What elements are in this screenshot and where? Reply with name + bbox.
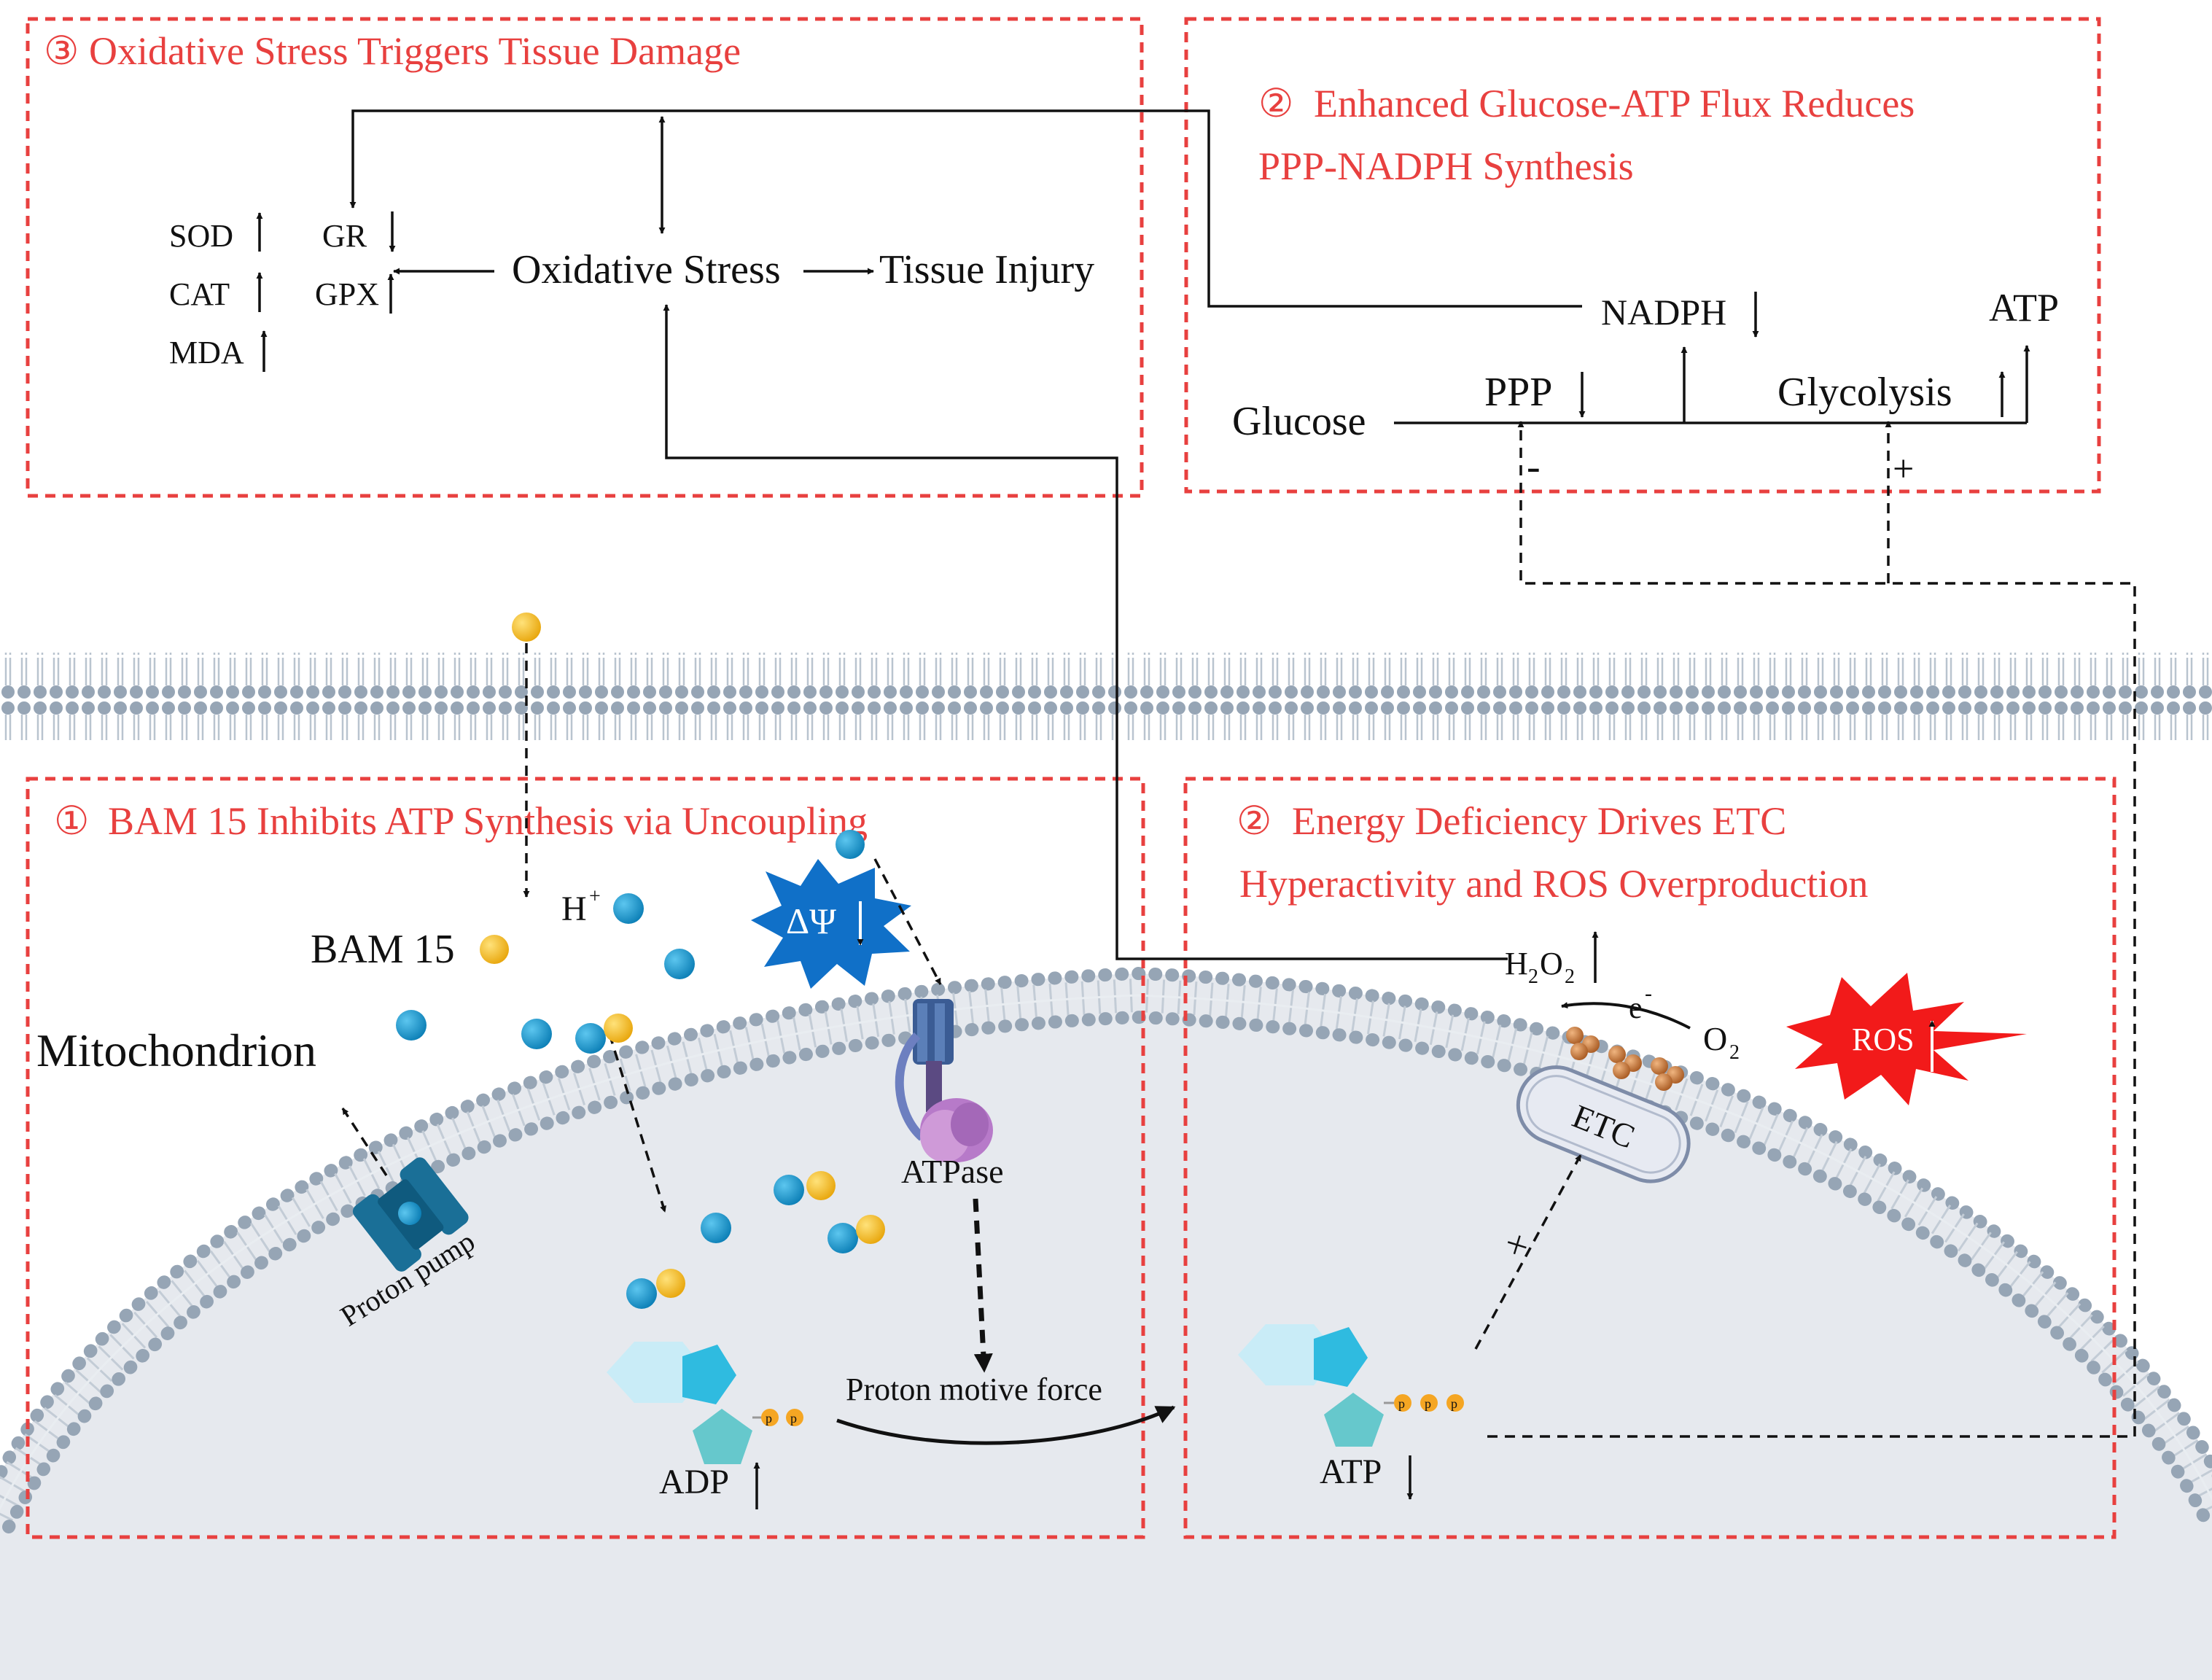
panel-bam15-box	[26, 777, 1145, 1539]
delta-psi-label: ΔΨ	[786, 901, 836, 941]
atp-label-bottom: ATP	[1320, 1452, 1382, 1491]
svg-text:2: 2	[1528, 965, 1538, 988]
ros-burst: ROS	[1786, 973, 2027, 1105]
panel-glucose-box	[1184, 17, 2101, 494]
panel-glucose: ② Enhanced Glucose-ATP Flux Reduces PPP-…	[1232, 82, 2136, 1438]
panel-etc-title-line2: Hyperactivity and ROS Overproduction	[1239, 862, 1868, 906]
atpase-complex	[895, 999, 993, 1162]
svg-text:p: p	[766, 1411, 772, 1426]
gr-label: GR	[322, 218, 367, 254]
panel-glucose-number: ②	[1258, 82, 1293, 125]
panel-bam15-title: BAM 15 Inhibits ATP Synthesis via Uncoup…	[108, 799, 868, 843]
atp-label-top: ATP	[1989, 286, 2059, 330]
svg-text:O: O	[1703, 1020, 1727, 1057]
adp-molecule: p p	[607, 1342, 803, 1464]
mitochondrion-body	[0, 966, 2212, 1680]
panel-etc-title-line1: Energy Deficiency Drives ETC	[1292, 799, 1786, 843]
mitochondrion-label: Mitochondrion	[36, 1024, 316, 1076]
proton-label: H +	[561, 885, 601, 928]
proton-particles	[396, 830, 865, 1309]
svg-text:e: e	[1629, 992, 1643, 1025]
electron-label: e -	[1629, 981, 1652, 1025]
svg-text:2: 2	[1565, 965, 1575, 988]
svg-text:+: +	[589, 885, 601, 908]
cell-membrane	[0, 653, 2212, 740]
panel-glucose-title-line1: Enhanced Glucose-ATP Flux Reduces	[1314, 82, 1915, 125]
phosphate-icon	[1446, 1394, 1464, 1412]
svg-text:p: p	[1425, 1396, 1431, 1411]
phosphate-icon	[1420, 1394, 1438, 1412]
h2o2-to-stress-connector	[663, 304, 1508, 960]
svg-text:2: 2	[1729, 1041, 1740, 1064]
h2o2-label: H 2 O 2	[1505, 946, 1575, 988]
svg-text:p: p	[1451, 1396, 1457, 1411]
electron-transfer-arrow	[1561, 1002, 1691, 1030]
panel-bam15-number: ①	[54, 799, 89, 843]
atpase-to-pmf-arrow	[973, 1198, 993, 1373]
panel-oxidative-number: ③	[44, 29, 79, 73]
proton-motive-force-label: Proton motive force	[846, 1372, 1102, 1407]
svg-text:O: O	[1540, 946, 1563, 981]
ros-particles	[1566, 1027, 1684, 1091]
panel-etc: ② Energy Deficiency Drives ETC Hyperacti…	[1237, 799, 2027, 1500]
phosphate-icon	[761, 1409, 779, 1426]
adp-label: ADP	[659, 1463, 729, 1501]
tissue-injury-label: Tissue Injury	[879, 247, 1094, 292]
atpase-label: ATPase	[901, 1153, 1004, 1190]
proton-to-atpase-dashed-arrow	[873, 858, 942, 985]
panel-oxidative-box	[26, 17, 1144, 498]
svg-text:p: p	[790, 1411, 797, 1426]
etc-complex: ETC	[1516, 1065, 1691, 1183]
glucose-label: Glucose	[1232, 399, 1366, 444]
svg-text:-: -	[1645, 981, 1652, 1006]
phosphate-icon	[1394, 1394, 1411, 1412]
bam15-label: BAM 15	[311, 927, 455, 972]
ros-label: ROS	[1852, 1022, 1915, 1057]
mda-label: MDA	[169, 335, 244, 370]
proton-pump-dashed-arrow	[341, 1108, 388, 1176]
sod-label: SOD	[169, 218, 233, 254]
panel-etc-number: ②	[1237, 799, 1271, 843]
nadph-label: NADPH	[1601, 292, 1726, 332]
ppp-inhibit-sign: -	[1527, 444, 1541, 489]
phosphate-icon	[786, 1409, 803, 1426]
proton-pump	[352, 1157, 469, 1272]
proton-entry-dashed-arrow	[608, 1033, 666, 1213]
panel-oxidative-title: Oxidative Stress Triggers Tissue Damage	[89, 29, 741, 73]
glycolysis-label: Glycolysis	[1777, 370, 1952, 415]
svg-text:H: H	[561, 890, 587, 928]
gpx-label: GPX	[315, 276, 379, 312]
delta-psi-burst: ΔΨ	[751, 859, 911, 989]
pmf-curved-arrow	[836, 1405, 1176, 1445]
oxygen-label: O 2	[1703, 1020, 1740, 1064]
panel-etc-box	[1183, 777, 2116, 1539]
ppp-label: PPP	[1484, 370, 1552, 415]
oxidative-stress-label: Oxidative Stress	[512, 247, 781, 292]
cat-label: CAT	[169, 276, 230, 312]
bam15-molecules	[480, 612, 885, 1298]
panel-oxidative: ③ Oxidative Stress Triggers Tissue Damag…	[44, 29, 1094, 372]
glycolysis-promote-sign: +	[1893, 448, 1914, 490]
panel-glucose-title-line2: PPP-NADPH Synthesis	[1258, 144, 1634, 188]
nadph-to-gr-connector	[349, 109, 1582, 308]
svg-text:H: H	[1505, 946, 1528, 981]
svg-text:p: p	[1398, 1396, 1405, 1411]
atp-molecule: p p p	[1238, 1324, 1464, 1447]
atp-to-etc-dashed-arrow	[1474, 1154, 1582, 1350]
